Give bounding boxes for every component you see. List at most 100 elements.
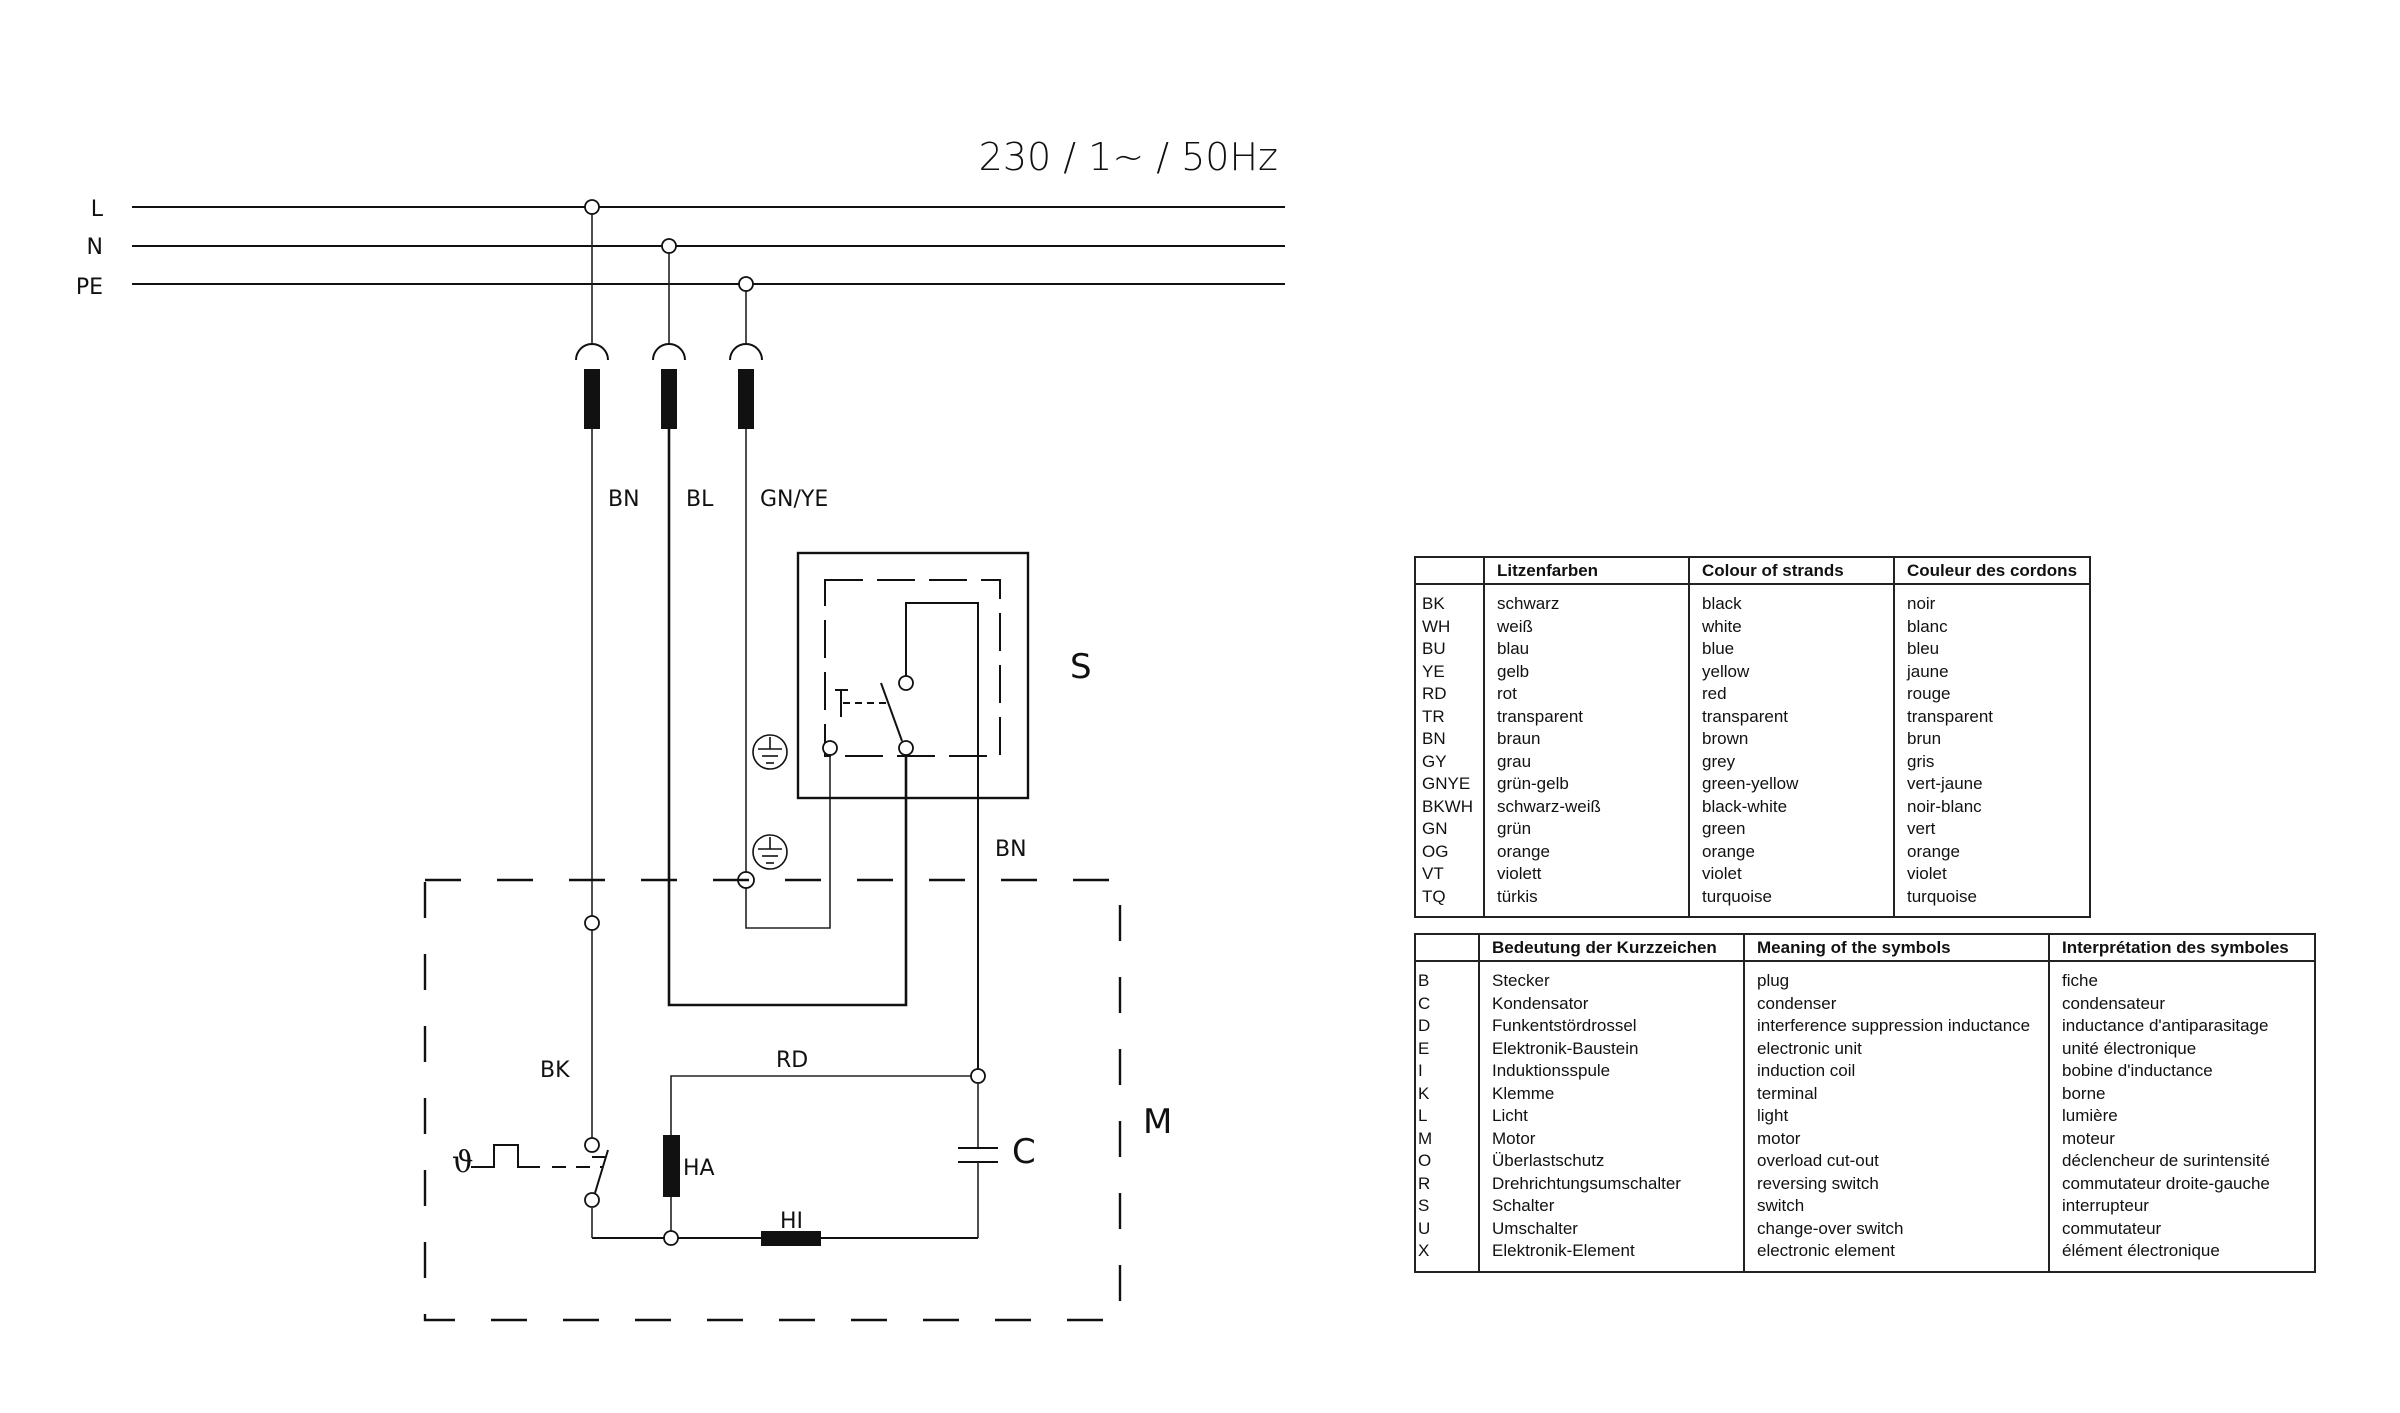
table-cell: borne bbox=[2048, 1082, 2315, 1105]
table-cell: blue bbox=[1688, 638, 1894, 661]
code-cell: K bbox=[1418, 1083, 1430, 1103]
table-cell: plug bbox=[1743, 961, 2049, 993]
wire-label-gnye: GN/YE bbox=[760, 487, 828, 512]
code-cell: BKWH bbox=[1422, 796, 1473, 816]
code-cell: B bbox=[1418, 971, 1430, 990]
table-cell: Schalter bbox=[1478, 1195, 1744, 1218]
table-cell: Funkentstördrossel bbox=[1478, 1015, 1744, 1038]
code-cell: OG bbox=[1422, 841, 1449, 861]
terminal-bk bbox=[584, 915, 600, 931]
table-cell: red bbox=[1688, 683, 1894, 706]
table-cell: grey bbox=[1688, 750, 1894, 773]
junction-l bbox=[584, 199, 600, 215]
table-cell: blanc bbox=[1893, 615, 2090, 638]
code-cell: VT bbox=[1422, 864, 1444, 883]
table-cell: violet bbox=[1893, 863, 2090, 886]
switch-label: S bbox=[1070, 647, 1092, 687]
wire-label-bl: BL bbox=[686, 487, 714, 512]
junction-capacitor bbox=[970, 1068, 986, 1084]
switch-blade bbox=[880, 682, 903, 742]
header-cell: Colour of strands bbox=[1688, 557, 1894, 585]
table-cell: Elektronik-Baustein bbox=[1478, 1037, 1744, 1060]
junction-n bbox=[661, 238, 677, 254]
switch-terminal-right bbox=[898, 740, 914, 756]
header-cell: Couleur des cordons bbox=[1893, 557, 2090, 585]
table-cell: condensateur bbox=[2048, 992, 2315, 1015]
table-cell: rot bbox=[1483, 683, 1689, 706]
table-cell: Drehrichtungsumschalter bbox=[1478, 1172, 1744, 1195]
table-cell: electronic element bbox=[1743, 1240, 2049, 1272]
socket-arc-pe bbox=[729, 343, 763, 361]
code-cell: O bbox=[1418, 1151, 1432, 1170]
line-label-pe: PE bbox=[76, 275, 103, 300]
table-cell: overload cut-out bbox=[1743, 1150, 2049, 1173]
table-cell: Licht bbox=[1478, 1105, 1744, 1128]
table-cell: yellow bbox=[1688, 660, 1894, 683]
table-cell: inductance d'antiparasitage bbox=[2048, 1015, 2315, 1038]
table-cell: interference suppression inductance bbox=[1743, 1015, 2049, 1038]
table-cell: transparent bbox=[1893, 705, 2090, 728]
table-cell: blau bbox=[1483, 638, 1689, 661]
thermal-theta-icon: ϑ bbox=[452, 1145, 473, 1180]
table-cell: transparent bbox=[1688, 705, 1894, 728]
wire-label-bn: BN bbox=[608, 487, 640, 512]
thermal-terminal-bottom bbox=[584, 1192, 600, 1208]
header-cell: Interprétation des symboles bbox=[2048, 934, 2315, 962]
table-cell: gris bbox=[1893, 750, 2090, 773]
header-cell: Litzenfarben bbox=[1483, 557, 1689, 585]
table-cell: schwarz bbox=[1483, 584, 1689, 616]
switch-upper-lead bbox=[905, 602, 979, 1076]
table-cell: orange bbox=[1688, 840, 1894, 863]
code-cell: YE bbox=[1422, 661, 1445, 681]
table-cell: commutateur droite-gauche bbox=[2048, 1172, 2315, 1195]
code-cell: TR bbox=[1422, 706, 1445, 726]
header-cell bbox=[1415, 557, 1484, 585]
line-label-n: N bbox=[87, 235, 103, 260]
table-cell: black-white bbox=[1688, 795, 1894, 818]
junction-pe bbox=[738, 276, 754, 292]
table-cell: Überlastschutz bbox=[1478, 1150, 1744, 1173]
code-cell: TQ bbox=[1422, 886, 1446, 906]
code-cell: D bbox=[1418, 1016, 1431, 1035]
table-cell: Klemme bbox=[1478, 1082, 1744, 1105]
socket-arc-l bbox=[575, 343, 609, 361]
code-cell: GN bbox=[1422, 819, 1448, 838]
table-cell: unité électronique bbox=[2048, 1037, 2315, 1060]
table-cell: violett bbox=[1483, 863, 1689, 886]
supply-spec-title: 230 / 1~ / 50Hz bbox=[979, 135, 1278, 179]
line-label-l: L bbox=[91, 197, 104, 222]
code-cell: C bbox=[1418, 993, 1431, 1013]
switch-terminal-left bbox=[822, 740, 838, 756]
switch-housing bbox=[796, 551, 1030, 800]
thermal-pulse-icon bbox=[471, 1144, 540, 1168]
code-cell: RD bbox=[1422, 684, 1447, 703]
table-cell: Umschalter bbox=[1478, 1217, 1744, 1240]
table-cell: Induktionsspule bbox=[1478, 1060, 1744, 1083]
table-cell: déclencheur de surintensité bbox=[2048, 1150, 2315, 1173]
table-cell: bleu bbox=[1893, 638, 2090, 661]
table-cell: green bbox=[1688, 818, 1894, 841]
table-cell: turquoise bbox=[1893, 885, 2090, 917]
colour-legend-table: Litzenfarben Colour of strands Couleur d… bbox=[1414, 556, 2091, 918]
table-cell: interrupteur bbox=[2048, 1195, 2315, 1218]
switch-inner-boundary bbox=[824, 579, 1001, 757]
wire-pe-loop bbox=[745, 757, 831, 929]
table-cell: reversing switch bbox=[1743, 1172, 2049, 1195]
table-cell: grün bbox=[1483, 818, 1689, 841]
